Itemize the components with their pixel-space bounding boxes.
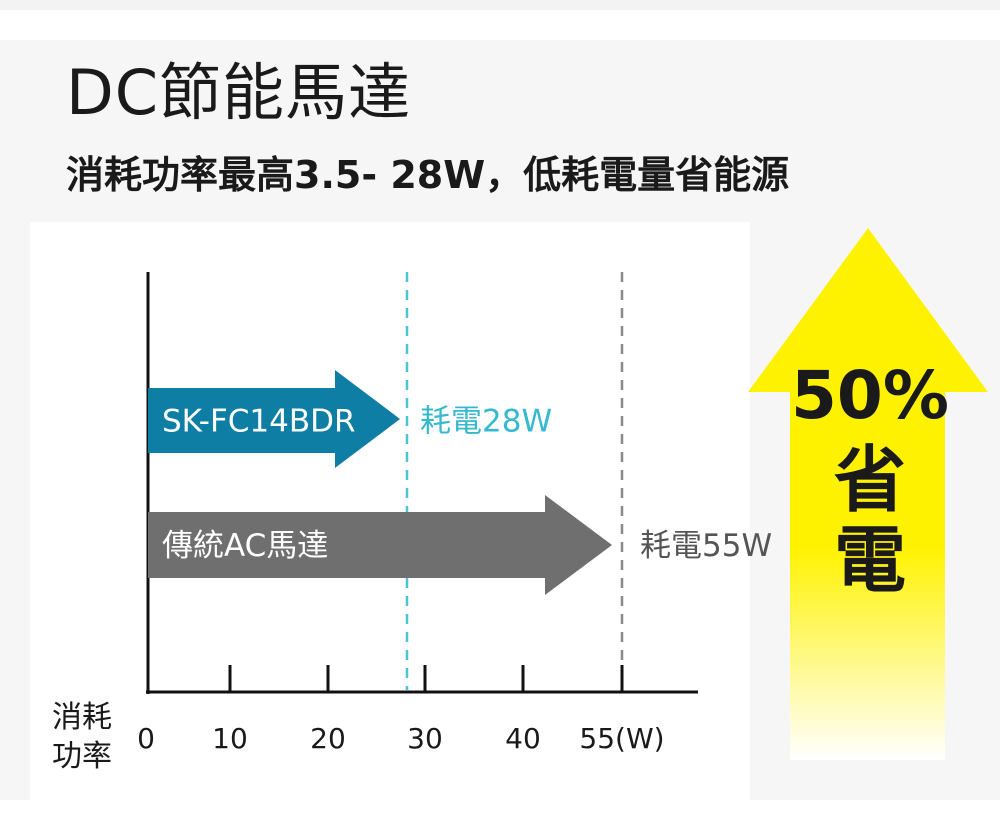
page-title: DC節能馬達 xyxy=(66,56,412,129)
bar-arrow xyxy=(148,495,612,595)
y-axis-label-line1: 消耗 xyxy=(52,700,112,735)
bar-category-label: SK-FC14BDR xyxy=(162,404,356,440)
savings-char-2: 電 xyxy=(834,518,906,602)
x-tick-label: 10 xyxy=(212,722,248,755)
savings-char-1: 省 xyxy=(834,438,906,522)
x-tick-label: 40 xyxy=(505,722,541,755)
savings-arrow xyxy=(748,228,988,760)
page-subtitle: 消耗功率最高3.5- 28W，低耗電量省能源 xyxy=(66,153,790,197)
x-tick-label: 55(W) xyxy=(579,722,664,755)
bar-arrow xyxy=(148,370,400,468)
x-tick-label: 30 xyxy=(407,722,443,755)
top-strip xyxy=(0,0,1000,10)
bar-category-label: 傳統AC馬達 xyxy=(162,528,328,564)
bar-data-label: 耗電55W xyxy=(640,528,772,564)
bar-data-label: 耗電28W xyxy=(420,404,552,440)
x-tick-label: 20 xyxy=(310,722,346,755)
savings-percent: 50% xyxy=(791,357,949,434)
y-axis-label-line2: 功率 xyxy=(52,739,112,774)
x-tick-label: 0 xyxy=(137,722,155,755)
